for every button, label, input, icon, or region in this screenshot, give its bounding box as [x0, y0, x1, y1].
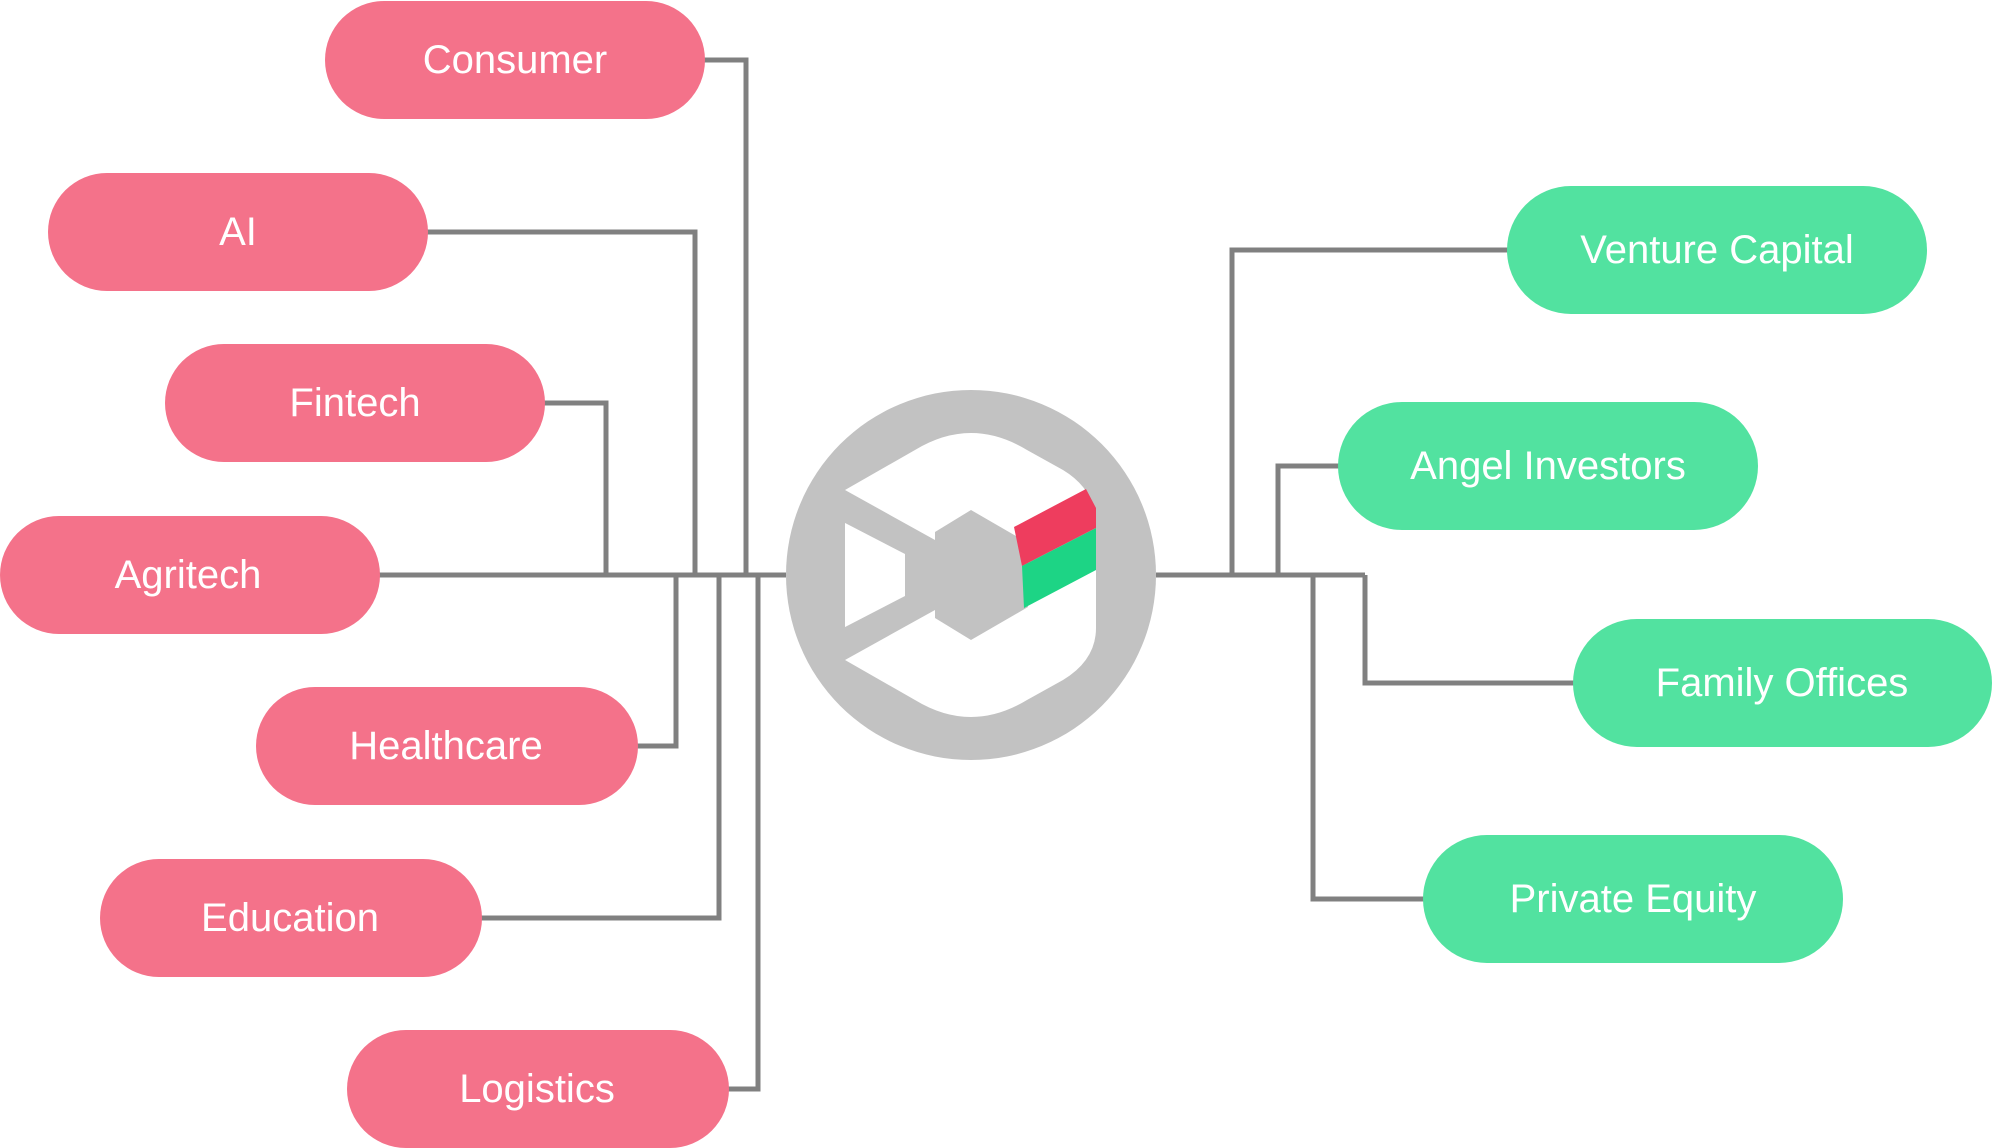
connector-healthcare — [636, 575, 679, 749]
investor-label: Private Equity — [1510, 877, 1757, 921]
investor-pill-venture-capital[interactable]: Venture Capital — [1507, 186, 1927, 314]
sector-pill-consumer[interactable]: Consumer — [325, 1, 705, 119]
connector-education — [480, 575, 722, 921]
investor-pills: Venture Capital Angel Investors Family O… — [1338, 186, 1992, 963]
investor-label: Family Offices — [1656, 661, 1909, 705]
sector-pill-healthcare[interactable]: Healthcare — [256, 687, 638, 805]
investor-label: Angel Investors — [1410, 444, 1686, 488]
sector-pill-fintech[interactable]: Fintech — [165, 344, 545, 462]
investor-pill-shape — [1338, 402, 1758, 530]
sector-pills: Consumer AI Fintech Agritech Healthcare … — [0, 1, 729, 1148]
logo-chevron — [820, 490, 935, 660]
investor-pill-angel-investors[interactable]: Angel Investors — [1338, 402, 1758, 530]
investor-pill-shape — [1423, 835, 1843, 963]
connector-private-equity — [1310, 575, 1426, 902]
connector-consumer — [700, 57, 749, 575]
sector-label: Healthcare — [349, 724, 542, 768]
logo-red-stripe — [1014, 489, 1096, 566]
sector-pill-ai[interactable]: AI — [48, 173, 428, 291]
connector-family-offices — [1362, 575, 1578, 686]
connector-fintech — [543, 400, 609, 575]
connector-ai — [426, 229, 698, 575]
sector-label: AI — [219, 210, 257, 254]
investor-label: Venture Capital — [1580, 228, 1854, 272]
sector-pill-logistics[interactable]: Logistics — [347, 1030, 729, 1148]
sector-label: Fintech — [289, 381, 420, 425]
logo-inner-hex — [935, 510, 1028, 640]
sector-pill-agritech[interactable]: Agritech — [0, 516, 380, 634]
connector-angel-investors — [1275, 463, 1340, 575]
sector-pill-shape — [325, 1, 705, 119]
investor-pill-private-equity[interactable]: Private Equity — [1423, 835, 1843, 963]
investor-pill-family-offices[interactable]: Family Offices — [1573, 619, 1992, 747]
sector-pill-shape — [100, 859, 482, 977]
connector-venture-capital — [1229, 247, 1512, 575]
sector-pill-shape — [48, 173, 428, 291]
connector-logistics — [727, 575, 761, 1092]
company-logo-icon — [786, 390, 1156, 760]
investor-pill-shape — [1573, 619, 1992, 747]
sector-pill-shape — [0, 516, 380, 634]
sector-pill-education[interactable]: Education — [100, 859, 482, 977]
sector-pill-shape — [256, 687, 638, 805]
investor-connectors — [1156, 247, 1578, 902]
sector-label: Education — [201, 896, 379, 940]
sector-pill-shape — [347, 1030, 729, 1148]
sector-label: Agritech — [115, 553, 262, 597]
sector-pill-shape — [165, 344, 545, 462]
sector-connectors — [378, 57, 786, 1092]
sector-label: Logistics — [459, 1067, 615, 1111]
logo-green-stripe — [1022, 528, 1096, 608]
investor-pill-shape — [1507, 186, 1927, 314]
sector-label: Consumer — [423, 38, 608, 82]
